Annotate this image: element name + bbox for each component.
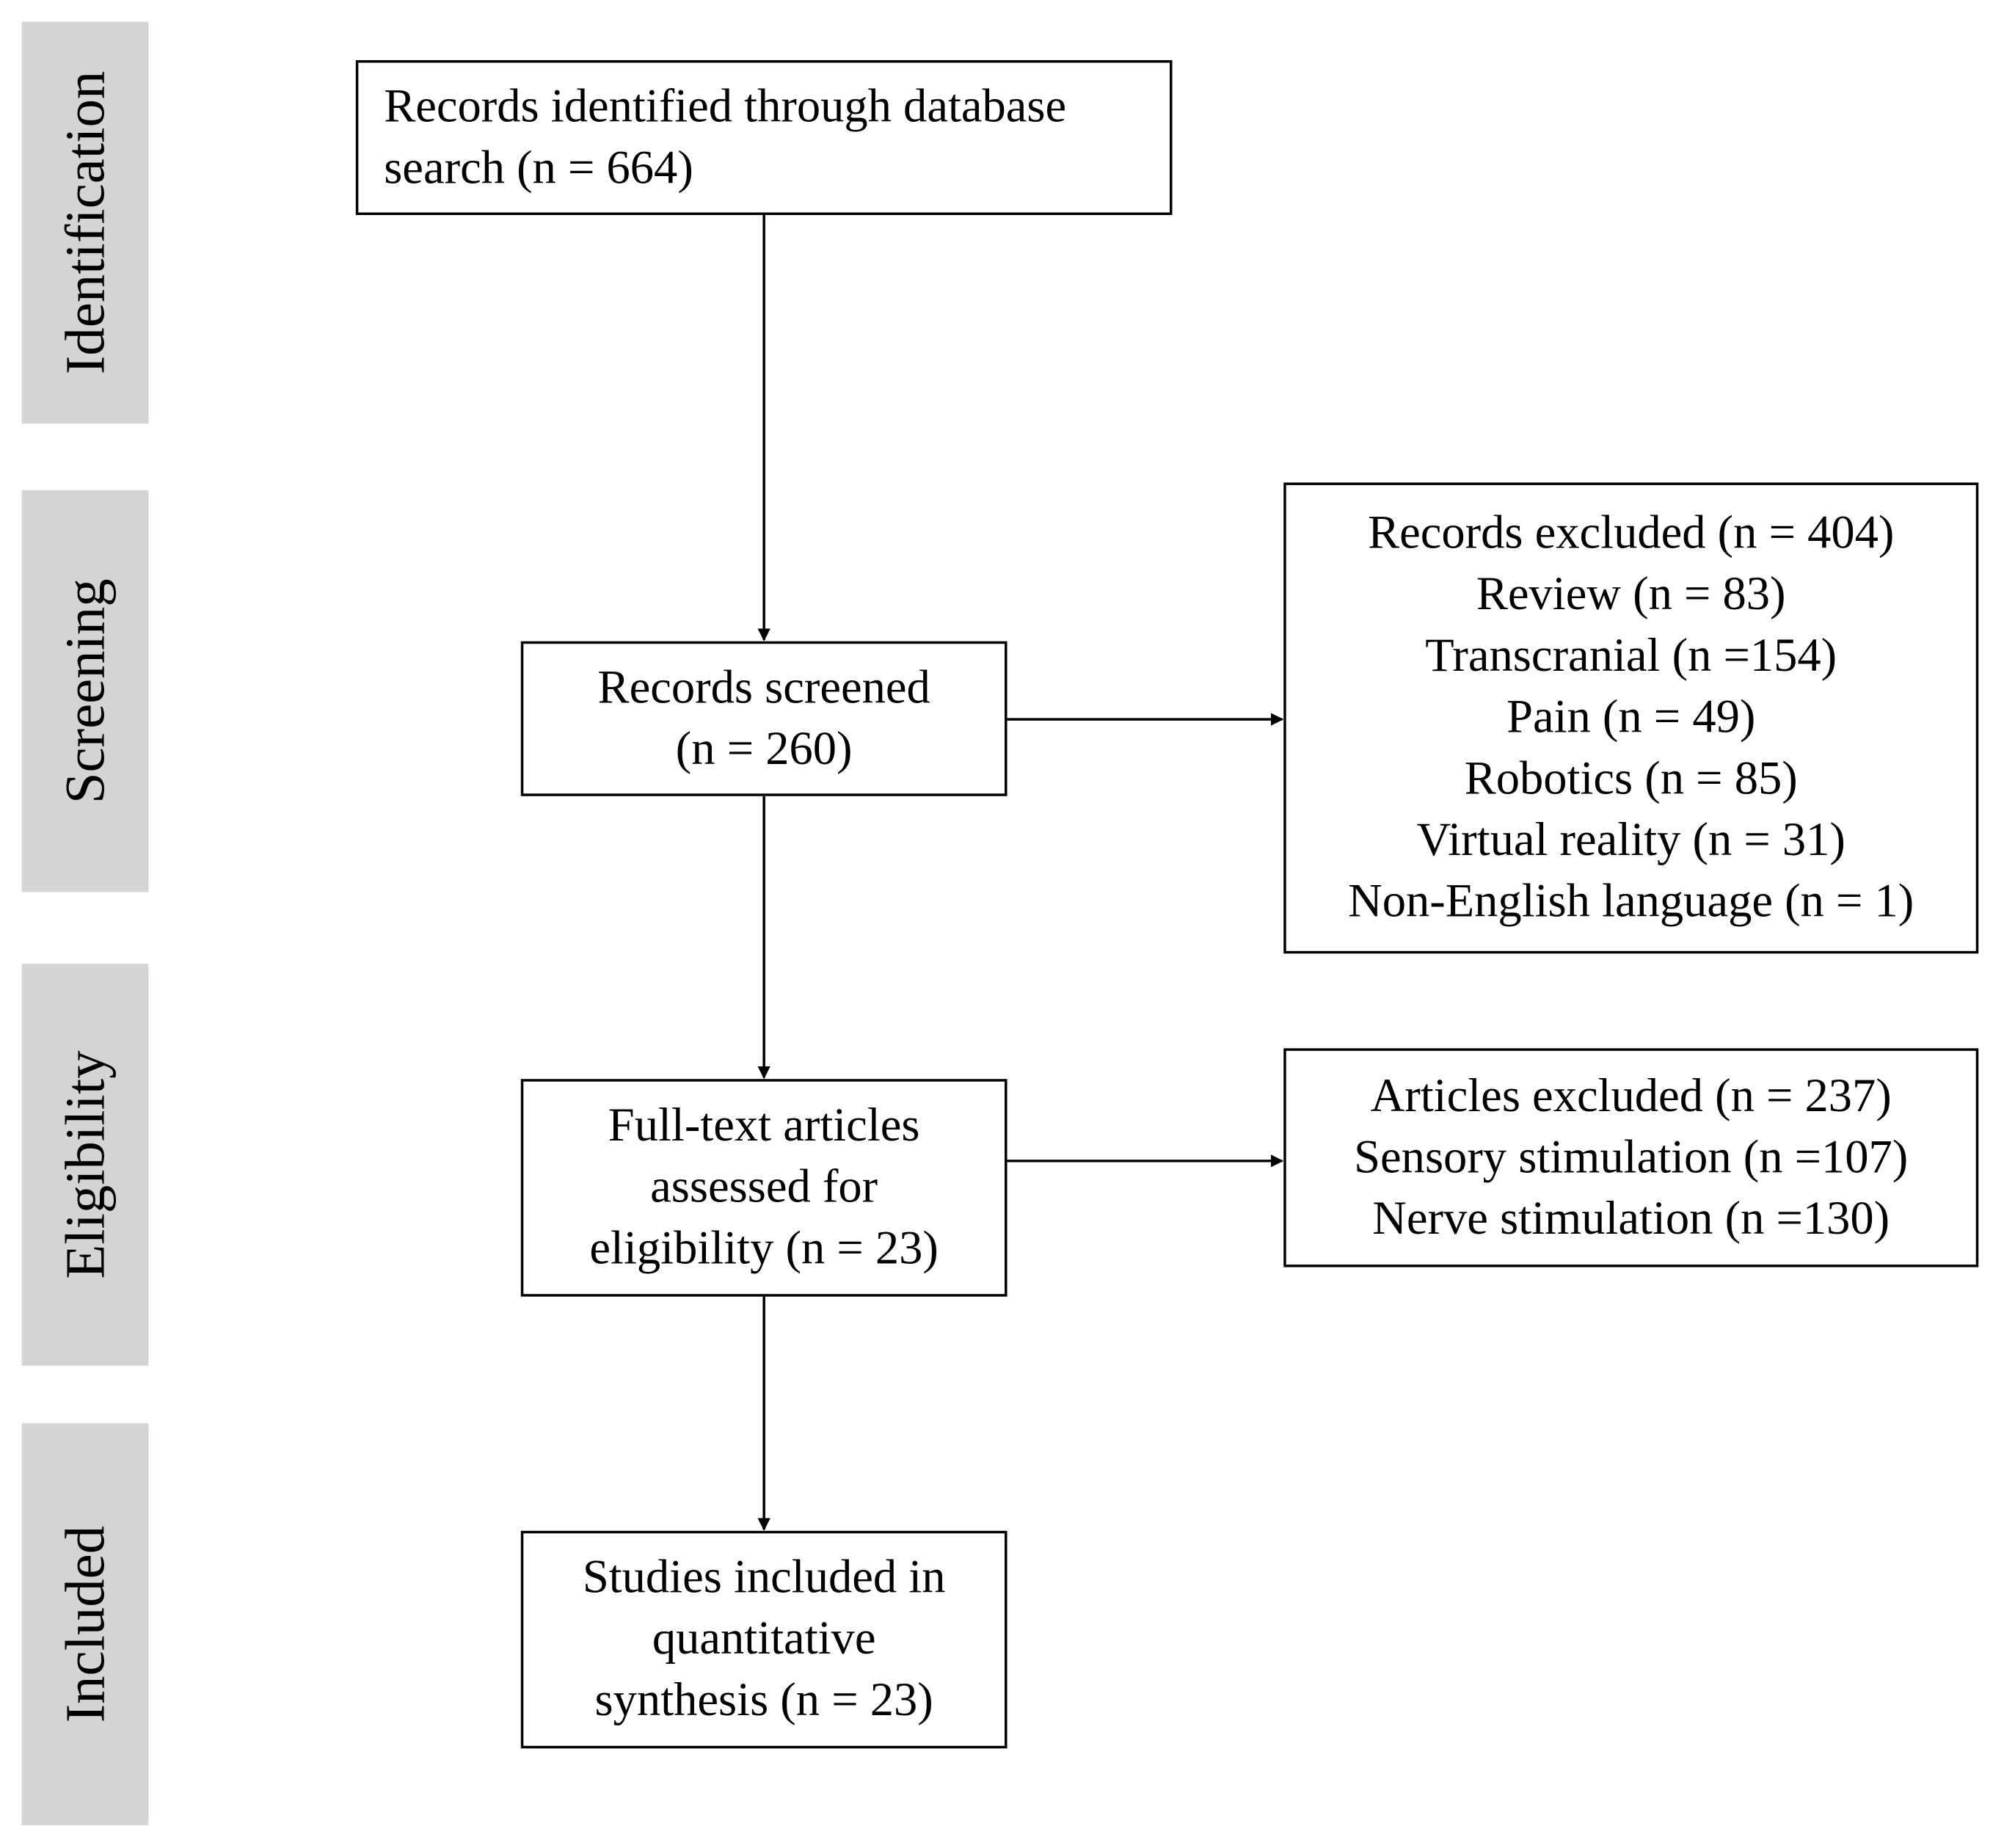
box-text-line: Studies included in — [582, 1551, 946, 1604]
box-text-line: (n = 260) — [675, 722, 853, 775]
box-text-line: Records screened — [597, 661, 930, 714]
box-text-line: Records excluded (n = 404) — [1368, 506, 1895, 560]
phase-band-eligibility: Eligibility — [21, 964, 149, 1366]
box-text-line: assessed for — [650, 1160, 878, 1214]
box-studies-included: Studies included in quantitative synthes… — [520, 1530, 1008, 1749]
box-text-line: synthesis (n = 23) — [594, 1674, 933, 1727]
box-text-line: Virtual reality (n = 31) — [1416, 814, 1845, 867]
box-text-line: Review (n = 83) — [1476, 568, 1786, 621]
box-text-line: Robotics (n = 85) — [1464, 752, 1798, 805]
box-records-identified: Records identified through database sear… — [355, 59, 1173, 215]
box-text-line: eligibility (n = 23) — [589, 1222, 939, 1276]
box-text-line: Nerve stimulation (n =130) — [1372, 1192, 1890, 1245]
box-articles-excluded: Articles excluded (n = 237) Sensory stim… — [1283, 1048, 1979, 1267]
box-text-line: quantitative — [652, 1612, 876, 1665]
box-text-line: Sensory stimulation (n =107) — [1354, 1130, 1909, 1184]
box-text-line: Records identified through database — [384, 80, 1067, 133]
box-text-line: Transcranial (n =154) — [1425, 630, 1837, 683]
box-fulltext-assessed: Full-text articles assessed for eligibil… — [520, 1079, 1008, 1297]
box-text-line: search (n = 664) — [384, 141, 693, 194]
box-text-line: Pain (n = 49) — [1506, 691, 1756, 744]
box-records-screened: Records screened (n = 260) — [520, 641, 1008, 796]
box-records-excluded: Records excluded (n = 404) Review (n = 8… — [1283, 482, 1979, 954]
phase-band-included: Included — [21, 1423, 149, 1825]
box-text-line: Full-text articles — [608, 1099, 920, 1152]
box-text-line: Articles excluded (n = 237) — [1370, 1069, 1892, 1122]
phase-band-identification: Identification — [21, 21, 149, 424]
box-text-line: Non-English language (n = 1) — [1348, 875, 1914, 928]
phase-band-screening: Screening — [21, 490, 149, 892]
